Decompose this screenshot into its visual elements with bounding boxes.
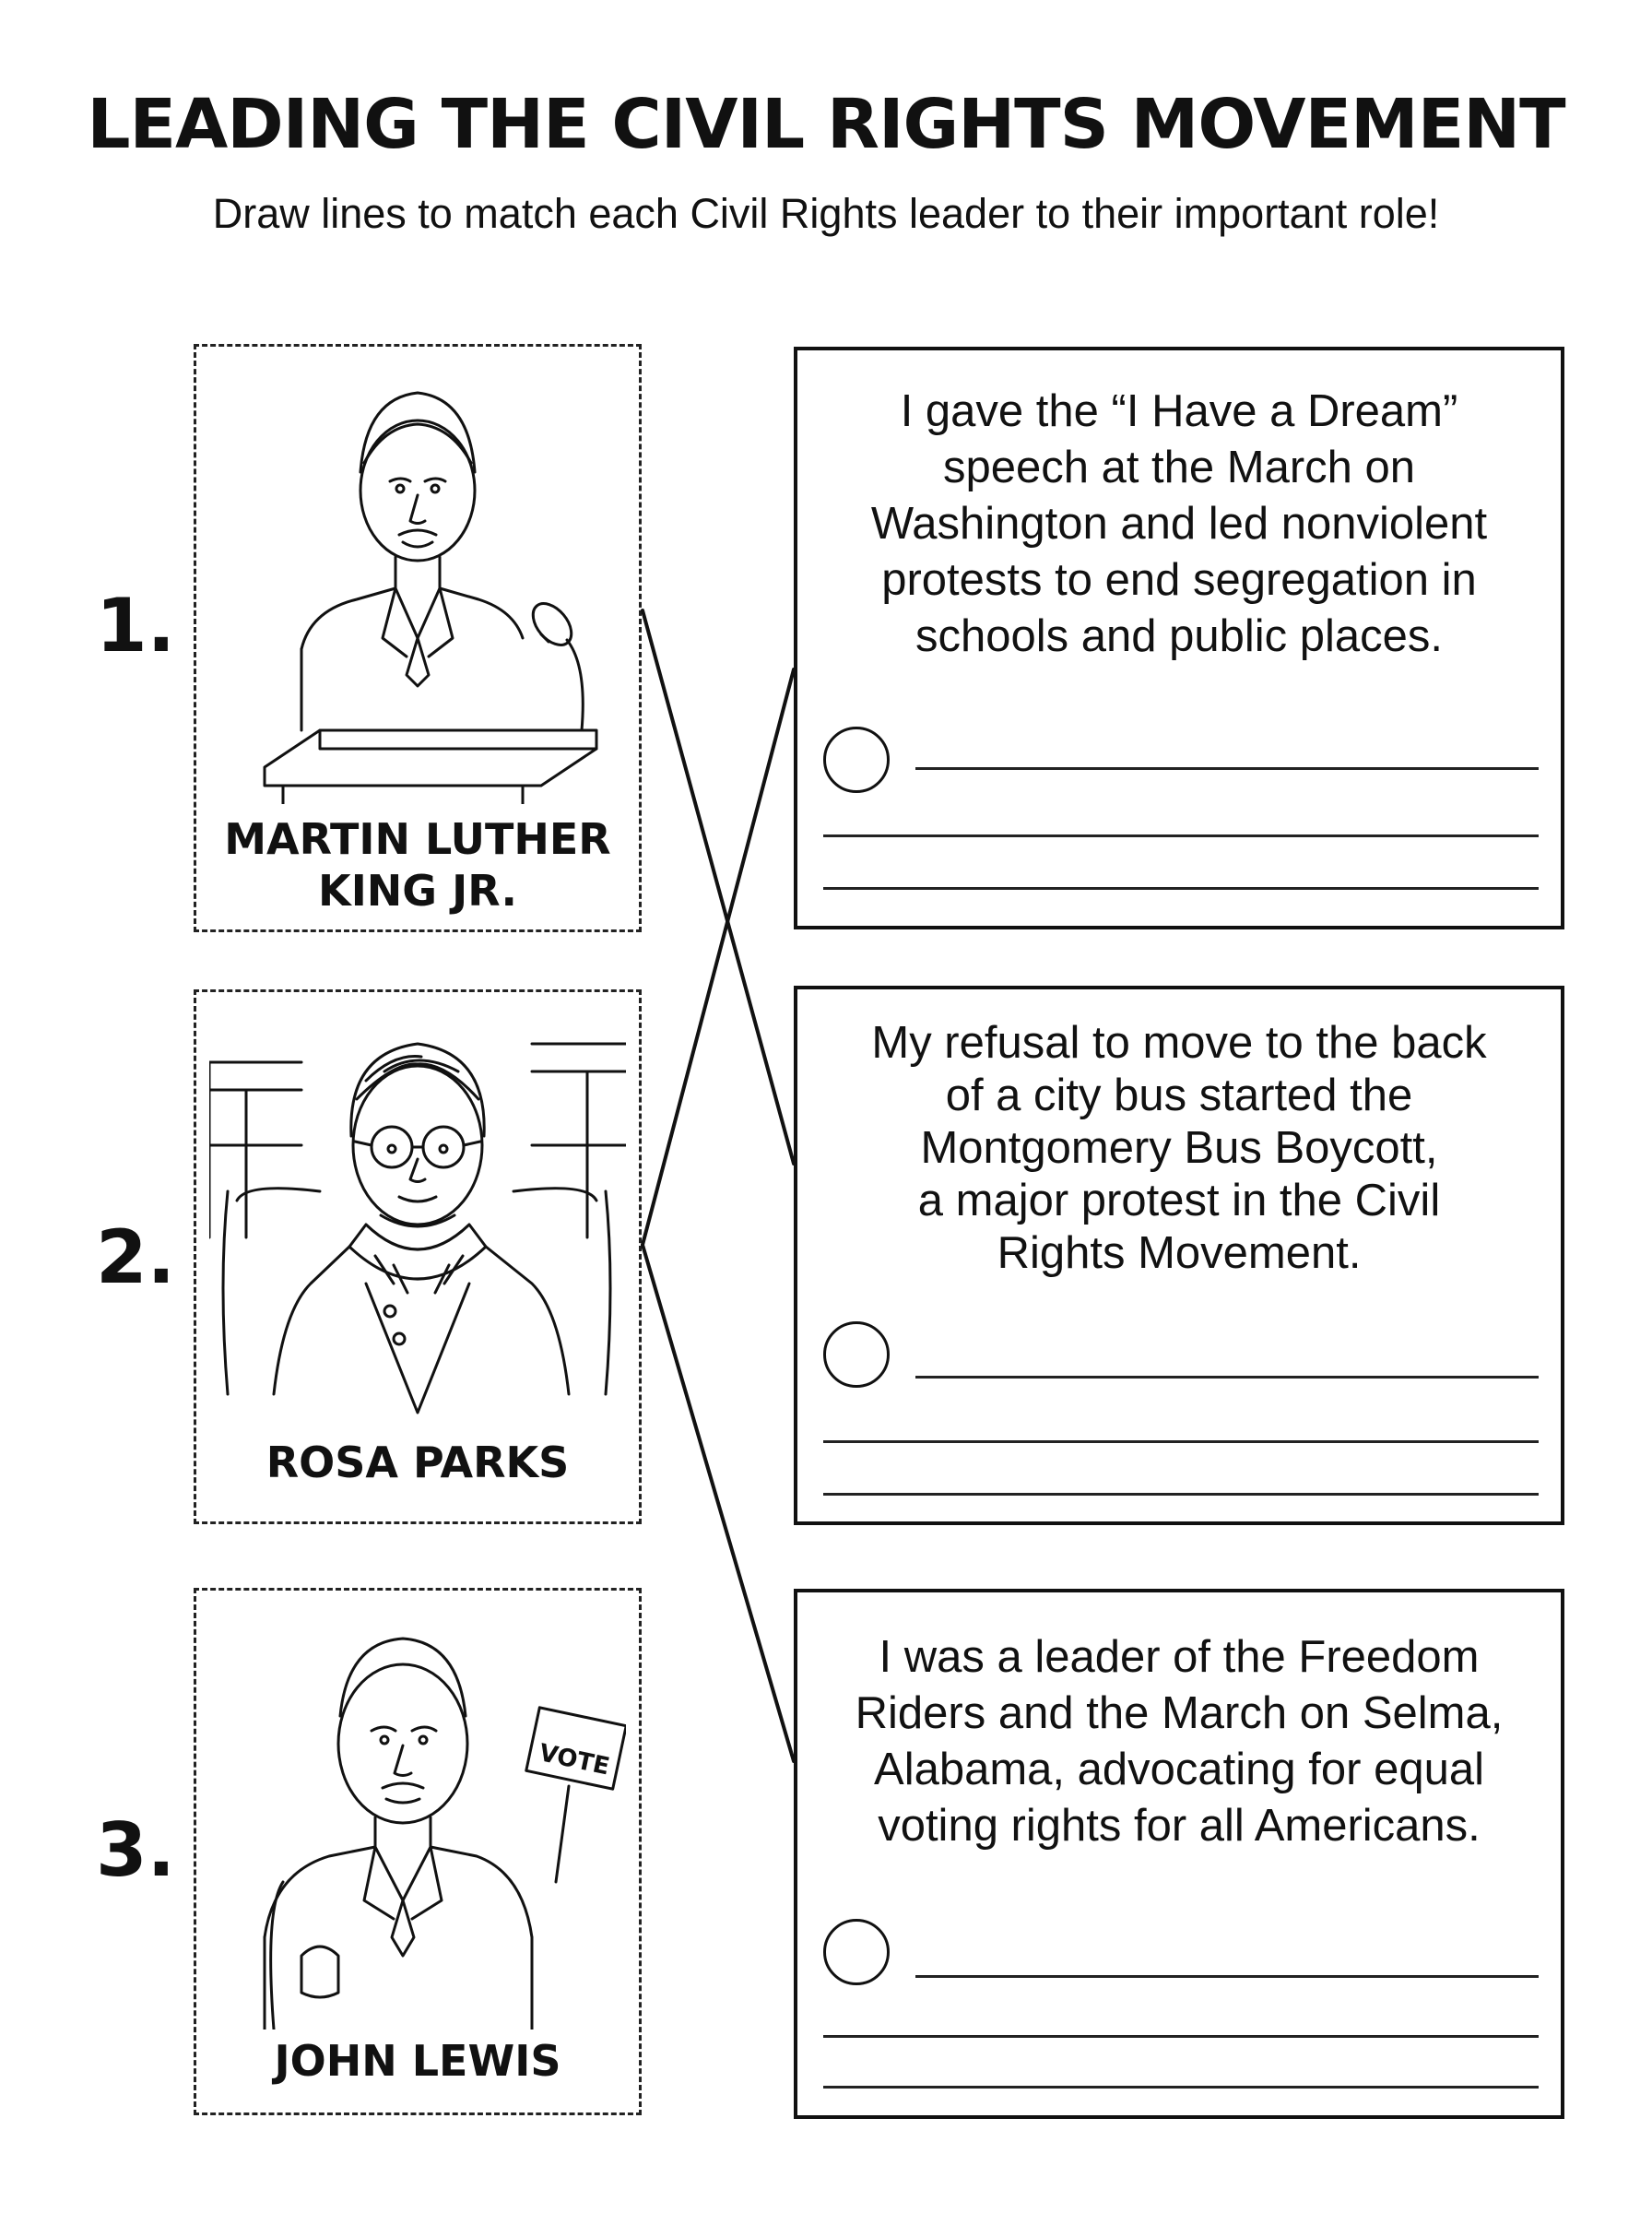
answer-line[interactable]: [915, 1376, 1539, 1379]
worksheet-title: LEADING THE CIVIL RIGHTS MOVEMENT: [87, 85, 1565, 164]
role-text-line: voting rights for all Americans.: [878, 1801, 1481, 1851]
leader-number-3: 3.: [96, 1807, 176, 1893]
role-text-1: I gave the “I Have a Dream” speech at th…: [816, 384, 1542, 665]
role-box-3[interactable]: I was a leader of the Freedom Riders and…: [794, 1589, 1564, 2119]
match-line-1-to-2: [641, 609, 796, 1166]
worksheet-instructions: Draw lines to match each Civil Rights le…: [212, 190, 1440, 237]
answer-line[interactable]: [915, 1975, 1539, 1978]
leader-card-lewis[interactable]: VOTE JOHN LEWIS: [194, 1588, 642, 2115]
role-text-3: I was a leader of the Freedom Riders and…: [816, 1629, 1542, 1854]
role-text-line: My refusal to move to the back: [871, 1018, 1487, 1068]
speaker-at-podium-icon: [263, 391, 598, 804]
role-text-line: Riders and the March on Selma,: [855, 1688, 1504, 1738]
answer-line[interactable]: [823, 834, 1539, 837]
leader-number-1: 1.: [96, 583, 176, 669]
role-text-line: I was a leader of the Freedom: [879, 1632, 1480, 1682]
man-with-vote-sign-icon: VOTE: [263, 1637, 626, 2030]
role-text-line: Washington and led nonviolent: [870, 499, 1488, 549]
role-text-line: I gave the “I Have a Dream”: [900, 386, 1458, 436]
woman-on-bus-seat-icon: [209, 1042, 626, 1414]
leader-card-parks[interactable]: ROSA PARKS: [194, 989, 642, 1524]
answer-line[interactable]: [915, 767, 1539, 770]
role-text-line: protests to end segregation in: [881, 555, 1477, 605]
role-text-line: speech at the March on: [942, 443, 1416, 492]
role-text-line: of a city bus started the: [945, 1071, 1413, 1120]
answer-circle-3[interactable]: [823, 1919, 890, 1985]
answer-line[interactable]: [823, 1440, 1539, 1443]
role-text-line: Rights Movement.: [997, 1228, 1362, 1278]
answer-line[interactable]: [823, 1493, 1539, 1496]
leader-name-line-1: MARTIN LUTHER: [224, 814, 611, 864]
role-text-2: My refusal to move to the back of a city…: [816, 1017, 1542, 1280]
leader-card-mlk[interactable]: MARTIN LUTHER KING JR.: [194, 344, 642, 932]
answer-line[interactable]: [823, 887, 1539, 890]
leader-name-line-2: KING JR.: [318, 866, 517, 916]
leader-name-mlk: MARTIN LUTHER KING JR.: [196, 813, 639, 917]
leader-name-lewis: JOHN LEWIS: [274, 2036, 561, 2086]
leader-number-2: 2.: [96, 1214, 176, 1300]
match-line-2-to-1: [641, 668, 796, 1247]
role-text-line: schools and public places.: [914, 611, 1444, 661]
role-box-2[interactable]: My refusal to move to the back of a city…: [794, 986, 1564, 1525]
leader-name-parks: ROSA PARKS: [266, 1438, 570, 1487]
role-text-line: a major protest in the Civil: [917, 1176, 1441, 1225]
match-line-2-to-3: [641, 1243, 796, 1763]
role-text-line: Alabama, advocating for equal: [874, 1745, 1484, 1794]
role-text-line: Montgomery Bus Boycott,: [920, 1123, 1438, 1173]
answer-circle-1[interactable]: [823, 727, 890, 793]
answer-line[interactable]: [823, 2086, 1539, 2089]
role-box-1[interactable]: I gave the “I Have a Dream” speech at th…: [794, 347, 1564, 929]
answer-line[interactable]: [823, 2035, 1539, 2038]
answer-circle-2[interactable]: [823, 1321, 890, 1388]
